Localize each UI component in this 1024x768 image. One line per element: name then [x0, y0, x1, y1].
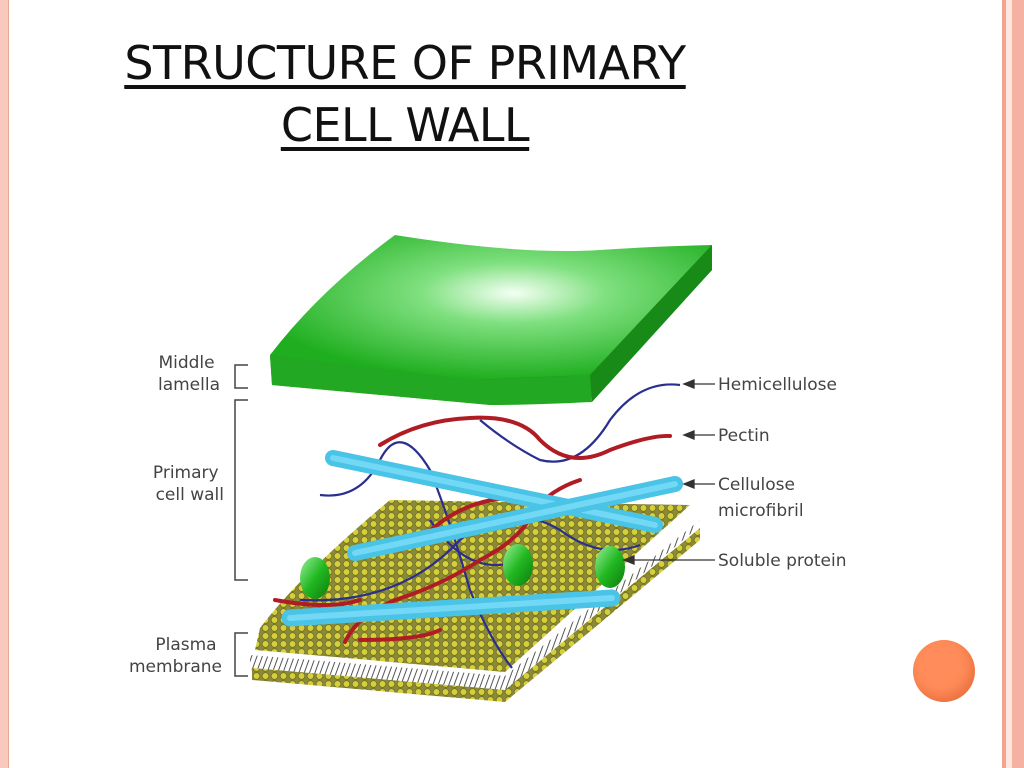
- left-brackets: [234, 364, 248, 677]
- right-arrows: [622, 379, 715, 565]
- label-soluble-protein: Soluble protein: [718, 551, 847, 571]
- cellulose-microfibrils: [281, 450, 683, 627]
- slide-title: STRUCTURE OF PRIMARY CELL WALL: [0, 32, 810, 156]
- label-hemicellulose: Hemicellulose: [718, 375, 837, 395]
- label-pectin: Pectin: [718, 426, 770, 446]
- soluble-proteins: [300, 544, 625, 599]
- left-border-decoration: [0, 0, 9, 768]
- label-middle-lamella: Middle lamella: [158, 353, 220, 395]
- label-primary-cell-wall: Primary cell wall: [153, 463, 224, 505]
- label-cellulose-microfibril: Cellulose microfibril: [718, 475, 804, 521]
- label-plasma-membrane: Plasma membrane: [129, 635, 222, 677]
- soluble-protein-2: [503, 544, 533, 586]
- soluble-protein-3: [595, 546, 625, 588]
- title-line-2: CELL WALL: [280, 98, 530, 152]
- title-line-1: STRUCTURE OF PRIMARY: [124, 36, 686, 90]
- decorative-orb: [913, 640, 975, 702]
- right-border-decoration: [976, 0, 1024, 768]
- middle-lamella-slab: [270, 235, 712, 405]
- soluble-protein-1: [300, 557, 330, 599]
